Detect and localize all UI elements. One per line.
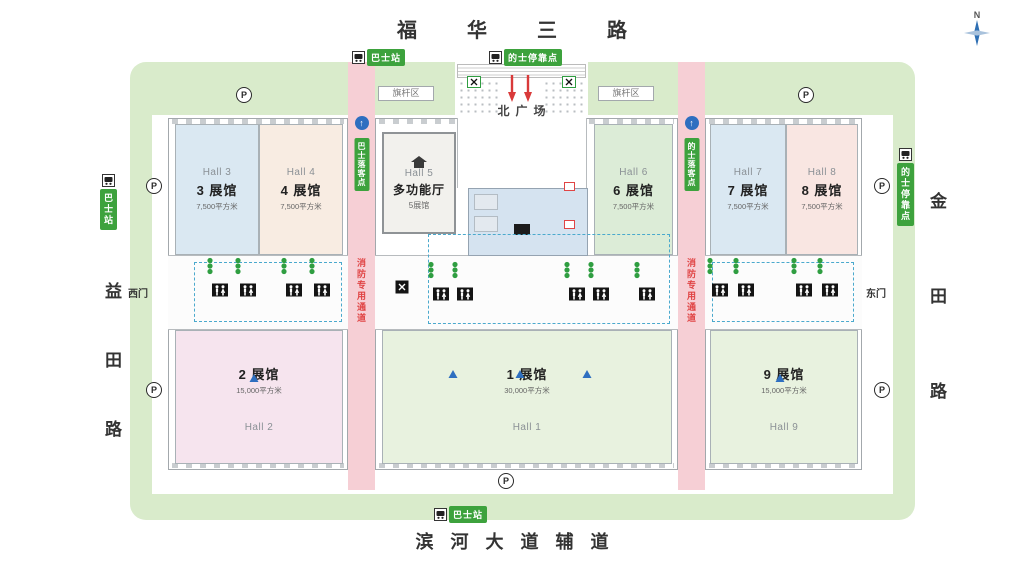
taxi-stop-label: 的士停靠点	[504, 49, 563, 66]
hall-7-name-en: Hall 7	[733, 167, 763, 178]
bus-station-top: 巴士站	[352, 49, 406, 66]
hall-2-name-en: Hall 2	[244, 421, 274, 433]
hall-9-area: 15,000平方米	[761, 385, 807, 395]
flag-area-label: 旗杆区	[598, 86, 654, 101]
hall-8-name-cn: 8 展馆	[801, 183, 843, 198]
entry-arrow-icon	[524, 75, 532, 102]
bus-icon	[434, 508, 447, 521]
concourse-outline	[194, 262, 342, 322]
hall-5-sub-label: 5展馆	[408, 200, 430, 210]
service-structure	[514, 224, 530, 235]
taxi-stop-east: 的士停靠点	[897, 148, 914, 226]
hall-4-name-en: Hall 4	[286, 167, 316, 178]
hall-6-name-cn: 6 展馆	[613, 183, 654, 198]
west-gate-label: 西门	[128, 289, 148, 300]
north-plaza-label: 北广场	[497, 104, 552, 118]
east-service-road: ↑ 的士落客点 消防专用通道	[678, 62, 705, 490]
hall-1-name-en: Hall 1	[512, 421, 542, 433]
bus-dropoff-label: 巴士落客点	[354, 138, 369, 191]
hall-6-area: 7,500平方米	[612, 202, 655, 211]
bus-station-west: 巴士站	[100, 174, 117, 230]
compass-north-label: N	[973, 10, 981, 20]
loading-dock-strip	[172, 119, 344, 124]
road-east-label: 金田路	[927, 192, 946, 477]
hall-2-area: 15,000平方米	[236, 385, 282, 395]
hall-4: Hall 4 4 展馆 7,500平方米	[259, 124, 343, 255]
hall-3-area: 7,500平方米	[196, 202, 238, 211]
compass-rose-icon	[964, 20, 990, 46]
concourse-outline	[428, 234, 670, 324]
bus-station-bottom: 巴士站	[434, 506, 488, 523]
bus-icon	[352, 51, 365, 64]
hall-4-name-cn: 4 展馆	[280, 183, 322, 198]
taxi-stop-label: 的士停靠点	[897, 163, 914, 226]
loading-dock-strip	[172, 463, 344, 468]
hall-5: Hall 5 多功能厅 5展馆	[382, 132, 456, 234]
fire-lane-label: 消防专用通道	[356, 258, 366, 324]
hall-2: 2 展馆 15,000平方米 Hall 2	[175, 330, 343, 464]
hall-1: 1 展馆 30,000平方米 Hall 1	[382, 330, 672, 464]
bus-station-label: 巴士站	[100, 189, 117, 230]
taxi-icon	[899, 148, 912, 161]
loading-dock-strip	[709, 463, 858, 468]
bus-station-label: 巴士站	[449, 506, 488, 523]
taxi-icon	[489, 51, 502, 64]
hall-8-area: 7,500平方米	[801, 202, 843, 211]
hall-9-name-en: Hall 9	[769, 421, 799, 433]
hall-8: Hall 8 8 展馆 7,500平方米	[786, 124, 858, 255]
entrance-gate-icon	[467, 76, 481, 88]
hall-9: 9 展馆 15,000平方米 Hall 9	[710, 330, 858, 464]
hall-5-name-cn: 多功能厅	[392, 182, 445, 197]
center-concourse	[375, 255, 678, 330]
fire-equipment-icon	[564, 220, 575, 229]
hall-5-name-en: Hall 5	[404, 167, 434, 179]
entrance-gate-icon	[562, 76, 576, 88]
multifunction-hall-icon	[411, 155, 427, 168]
fire-equipment-icon	[564, 182, 575, 191]
north-plaza: 北广场	[455, 62, 588, 118]
loading-dock-strip	[379, 463, 674, 468]
hall-2-name-cn: 2 展馆	[238, 366, 280, 382]
road-west-label: 益田路	[102, 282, 121, 489]
hall-7: Hall 7 7 展馆 7,500平方米	[710, 124, 786, 255]
hall-9-name-cn: 9 展馆	[763, 366, 805, 382]
fire-lane-label: 消防专用通道	[686, 258, 696, 324]
bus-icon	[102, 174, 115, 187]
concourse-outline	[712, 262, 854, 322]
road-north-label: 福华三路	[397, 20, 677, 42]
hall-3-name-en: Hall 3	[202, 167, 232, 178]
up-arrow-icon: ↑	[684, 116, 699, 130]
hall-7-name-cn: 7 展馆	[727, 183, 769, 198]
loading-dock-strip	[709, 119, 858, 124]
compass: N	[962, 10, 992, 46]
hall-6: Hall 6 6 展馆 7,500平方米	[594, 124, 673, 255]
plaza-corridor	[457, 118, 587, 188]
hall-3-name-cn: 3 展馆	[196, 183, 238, 198]
hall-1-area: 30,000平方米	[504, 385, 550, 395]
hall-6-name-en: Hall 6	[619, 167, 648, 178]
hall-1-name-cn: 1 展馆	[506, 366, 548, 382]
hall-7-area: 7,500平方米	[727, 202, 769, 211]
lobby-structure	[474, 194, 498, 210]
taxi-dropoff-label: 的士落客点	[684, 138, 699, 191]
west-service-road: ↑ 巴士落客点 消防专用通道	[348, 62, 375, 490]
hall-4-area: 7,500平方米	[280, 202, 322, 211]
flag-area-label: 旗杆区	[378, 86, 434, 101]
road-south-label: 滨河大道辅道	[415, 532, 626, 552]
hall-8-name-en: Hall 8	[807, 167, 837, 178]
hall-3: Hall 3 3 展馆 7,500平方米	[175, 124, 259, 255]
lobby-structure	[474, 216, 498, 232]
taxi-stop-top: 的士停靠点	[489, 49, 563, 66]
east-gate-label: 东门	[866, 289, 886, 300]
up-arrow-icon: ↑	[354, 116, 369, 130]
entry-arrow-icon	[508, 75, 516, 102]
bus-station-label: 巴士站	[367, 49, 406, 66]
